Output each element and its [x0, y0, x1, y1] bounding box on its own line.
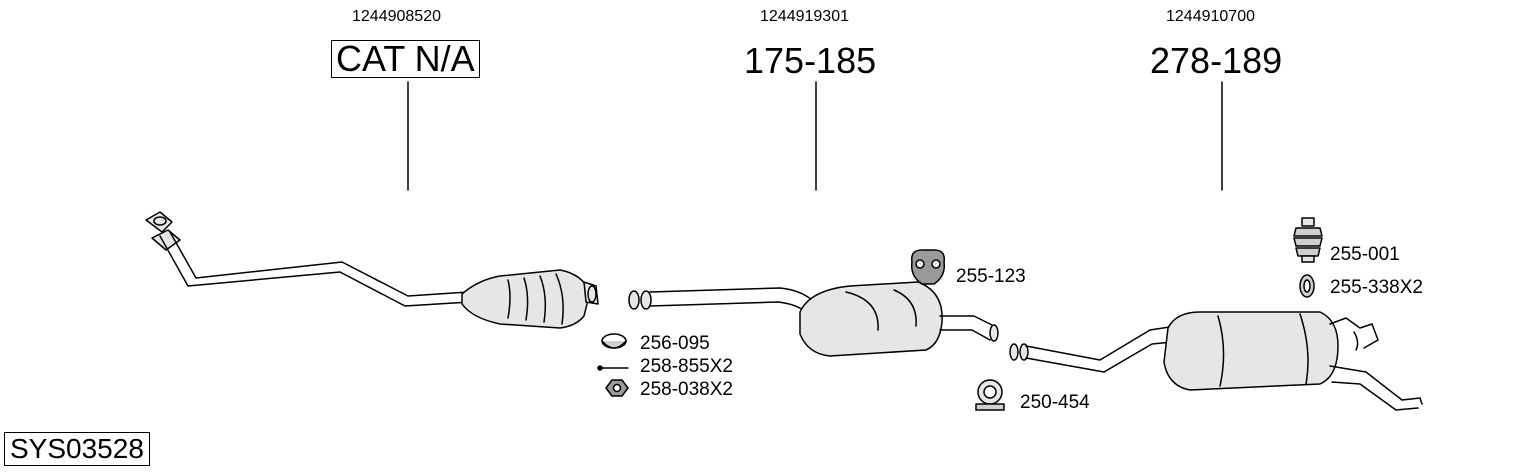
front-pipe-catalyst: [145, 211, 599, 329]
bolt-icon: [597, 365, 629, 371]
accessory-label-255-338[interactable]: 255-338X2: [1330, 277, 1423, 298]
u-clamp-icon: [975, 379, 1005, 411]
nut-icon: [605, 379, 629, 397]
oem-number-cat: 1244908520: [352, 8, 441, 25]
rubber-mount-icon: [1293, 217, 1323, 263]
rear-silencer: [1009, 311, 1423, 411]
middle-silencer: [628, 281, 999, 357]
oem-number-175-185: 1244919301: [760, 8, 849, 25]
rubber-hanger-icon: [910, 249, 946, 285]
accessory-label-250-454[interactable]: 250-454: [1020, 392, 1090, 413]
rubber-ring-icon: [1299, 274, 1315, 298]
accessory-label-255-001[interactable]: 255-001: [1330, 244, 1400, 265]
part-ref-cat[interactable]: CAT N/A: [331, 40, 480, 78]
clamp-ring-icon: [601, 333, 627, 349]
system-code-label: SYS03528: [4, 432, 150, 466]
accessory-label-258-855[interactable]: 258-855X2: [640, 356, 733, 377]
accessory-label-258-038[interactable]: 258-038X2: [640, 379, 733, 400]
accessory-label-256-095[interactable]: 256-095: [640, 333, 710, 354]
part-ref-175-185[interactable]: 175-185: [744, 40, 877, 81]
oem-number-278-189: 1244910700: [1166, 8, 1255, 25]
part-ref-278-189[interactable]: 278-189: [1150, 40, 1283, 81]
accessory-label-255-123[interactable]: 255-123: [956, 266, 1026, 287]
